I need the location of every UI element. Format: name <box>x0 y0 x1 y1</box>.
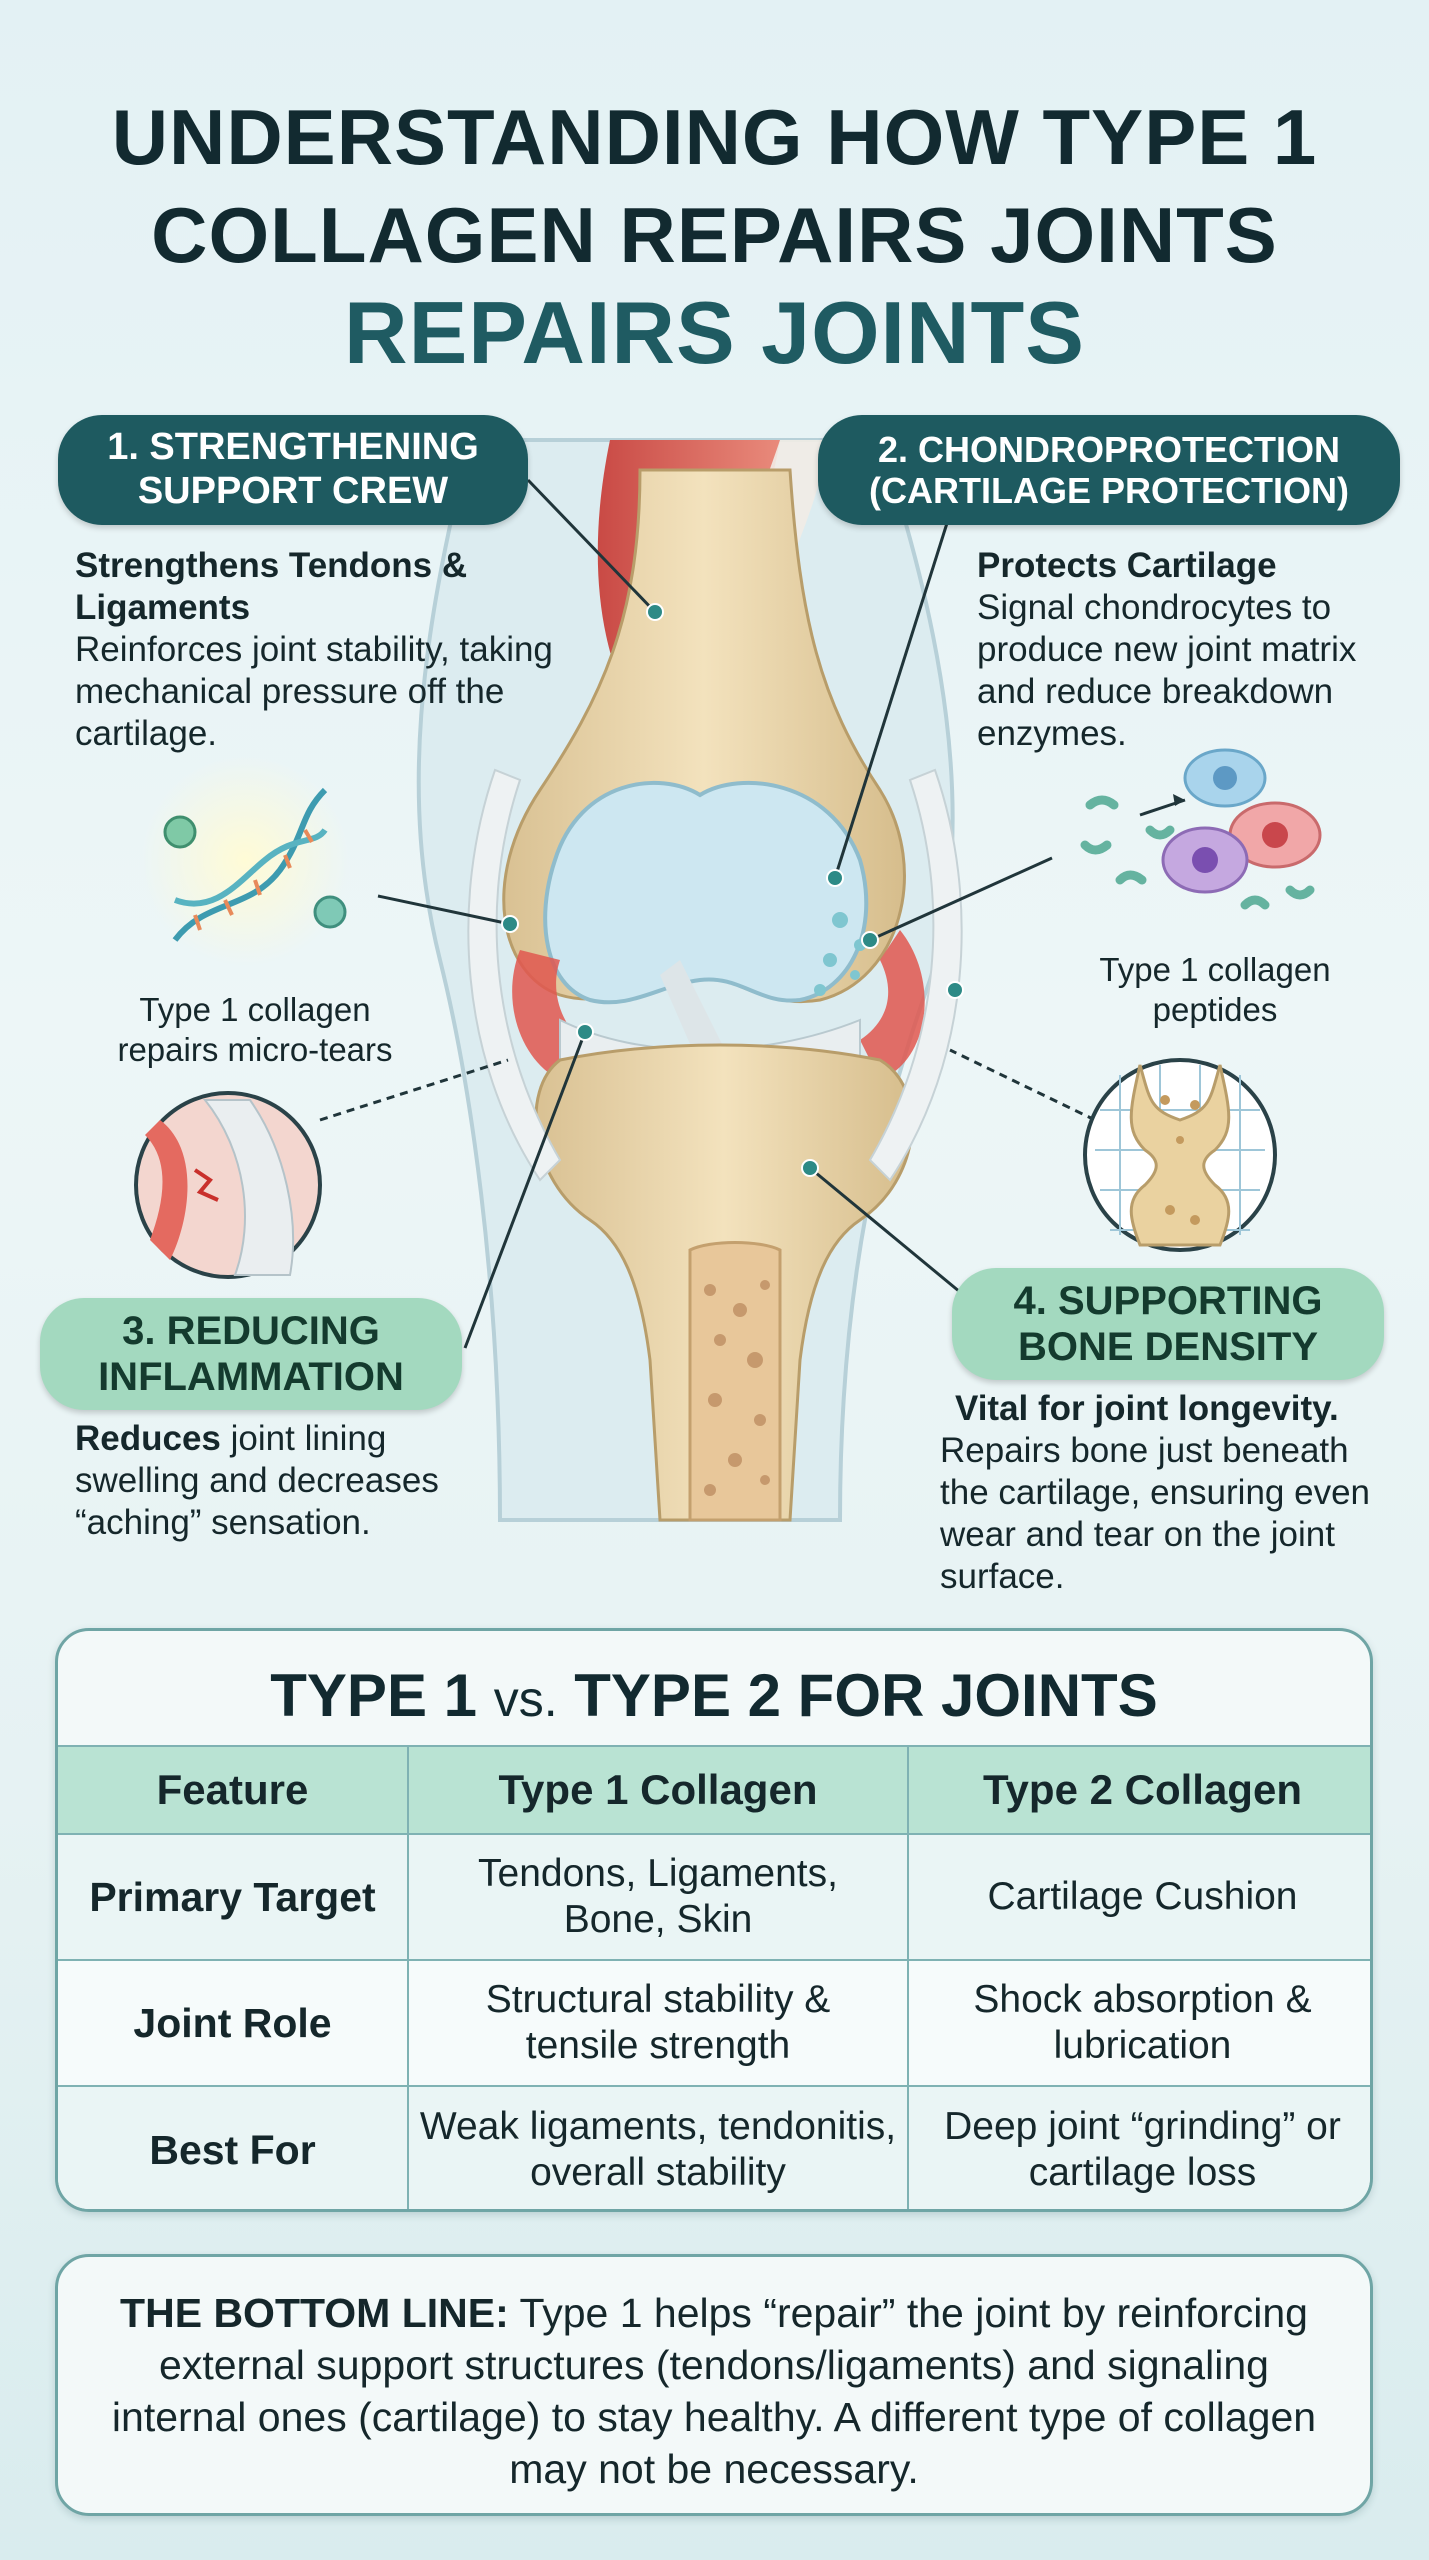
table-cell: Structural stability & tensile strength <box>407 1959 909 2087</box>
section-1-body: Reinforces joint stability, taking mecha… <box>75 630 553 753</box>
micro-tears-label-line-1: Type 1 collagen <box>139 991 371 1028</box>
section-2-heading: Protects Cartilage <box>977 546 1277 585</box>
peptides-label-line-2: peptides <box>1152 991 1278 1028</box>
section-3-heading: Reduces <box>75 1419 221 1458</box>
micro-tears-label: Type 1 collagen repairs micro-tears <box>70 990 440 1070</box>
bone-density-inset-icon <box>1083 1058 1277 1252</box>
micro-tear-inset-icon <box>134 1091 322 1279</box>
bottom-line-text: THE BOTTOM LINE: Type 1 helps “repair” t… <box>88 2287 1340 2495</box>
section-1-heading: Strengthens Tendons & Ligaments <box>75 546 468 627</box>
title-line-3: REPAIRS JOINTS <box>344 283 1085 382</box>
bottom-line-label: THE BOTTOM LINE: <box>120 2290 509 2336</box>
chondrocyte-cells-icon <box>1080 748 1322 910</box>
section-4-text: Vital for joint longevity. Repairs bone … <box>940 1388 1400 1598</box>
title-line-1: UNDERSTANDING HOW TYPE 1 <box>111 93 1318 181</box>
comparison-table: Feature Type 1 Collagen Type 2 Collagen … <box>58 1745 1370 2209</box>
table-cell: Cartilage Cushion <box>907 1833 1370 1961</box>
bottom-line-card: THE BOTTOM LINE: Type 1 helps “repair” t… <box>55 2254 1373 2516</box>
knee-joint-illustration <box>134 438 1322 1522</box>
header-feature: Feature <box>58 1745 409 1835</box>
table-title-vs: vs. <box>493 1671 558 1727</box>
table-cell: Shock absorption & lubrication <box>907 1959 1370 2087</box>
section-1-pill-line-1: 1. STRENGTHENING <box>107 426 479 469</box>
comparison-table-card: TYPE 1 vs. TYPE 2 FOR JOINTS Feature Typ… <box>55 1628 1373 2212</box>
table-cell: Tendons, Ligaments, Bone, Skin <box>407 1833 909 1961</box>
peptides-label: Type 1 collagen peptides <box>1055 950 1375 1030</box>
section-2-body: Signal chondrocytes to produce new joint… <box>977 588 1357 753</box>
section-4-pill-line-2: BONE DENSITY <box>1017 1325 1319 1369</box>
peptides-label-line-1: Type 1 collagen <box>1099 951 1331 988</box>
bone-marrow <box>688 1241 782 1522</box>
header-type1: Type 1 Collagen <box>407 1745 909 1835</box>
section-4-heading: Vital for joint longevity. <box>955 1389 1339 1428</box>
section-2-pill: 2. CHONDROPROTECTION (CARTILAGE PROTECTI… <box>818 415 1400 525</box>
section-1-pill-line-2: SUPPORT CREW <box>137 470 449 512</box>
title-line-2: COLLAGEN REPAIRS JOINTS <box>151 191 1278 279</box>
table-row: Joint Role Structural stability & tensil… <box>58 1959 1370 2087</box>
table-title: TYPE 1 vs. TYPE 2 FOR JOINTS <box>58 1661 1370 1730</box>
section-3-body: joint lining swelling and decreases “ach… <box>75 1419 439 1542</box>
table-row: Primary Target Tendons, Ligaments, Bone,… <box>58 1833 1370 1961</box>
section-4-pill: 4. SUPPORTING BONE DENSITY <box>952 1268 1384 1380</box>
section-3-pill: 3. REDUCING INFLAMMATION <box>40 1298 462 1410</box>
table-cell: Primary Target <box>58 1833 409 1961</box>
section-3-pill-line-2: INFLAMMATION <box>98 1355 404 1399</box>
bottom-line-body: Type 1 helps “repair” the joint by reinf… <box>111 2290 1317 2492</box>
section-1-pill: 1. STRENGTHENING SUPPORT CREW <box>58 415 528 525</box>
section-2-pill-line-2: (CARTILAGE PROTECTION) <box>869 470 1349 511</box>
section-1-text: Strengthens Tendons & Ligaments Reinforc… <box>75 545 555 755</box>
section-4-body: Repairs bone just beneath the cartilage,… <box>940 1431 1370 1596</box>
table-header-row: Feature Type 1 Collagen Type 2 Collagen <box>58 1745 1370 1835</box>
table-title-type2: TYPE 2 FOR JOINTS <box>574 1662 1158 1729</box>
section-2-pill-line-1: 2. CHONDROPROTECTION <box>877 428 1341 470</box>
table-cell: Joint Role <box>58 1959 409 2087</box>
micro-tears-label-line-2: repairs micro-tears <box>117 1031 393 1068</box>
table-cell: Deep joint “grinding” or cartilage loss <box>907 2085 1370 2209</box>
table-cell: Weak ligaments, tendonitis, overall stab… <box>407 2085 909 2209</box>
table-cell: Best For <box>58 2085 409 2209</box>
table-row: Best For Weak ligaments, tendonitis, ove… <box>58 2085 1370 2209</box>
section-4-pill-line-1: 4. SUPPORTING <box>1013 1279 1323 1323</box>
section-2-text: Protects Cartilage Signal chondrocytes t… <box>977 545 1387 755</box>
section-3-text: Reduces joint lining swelling and decrea… <box>75 1418 495 1544</box>
table-title-type1: TYPE 1 <box>270 1662 478 1729</box>
header-type2: Type 2 Collagen <box>907 1745 1370 1835</box>
collagen-helix-icon <box>140 755 350 965</box>
section-3-pill-line-1: 3. REDUCING <box>122 1309 380 1353</box>
cartilage-cap <box>543 780 869 1005</box>
